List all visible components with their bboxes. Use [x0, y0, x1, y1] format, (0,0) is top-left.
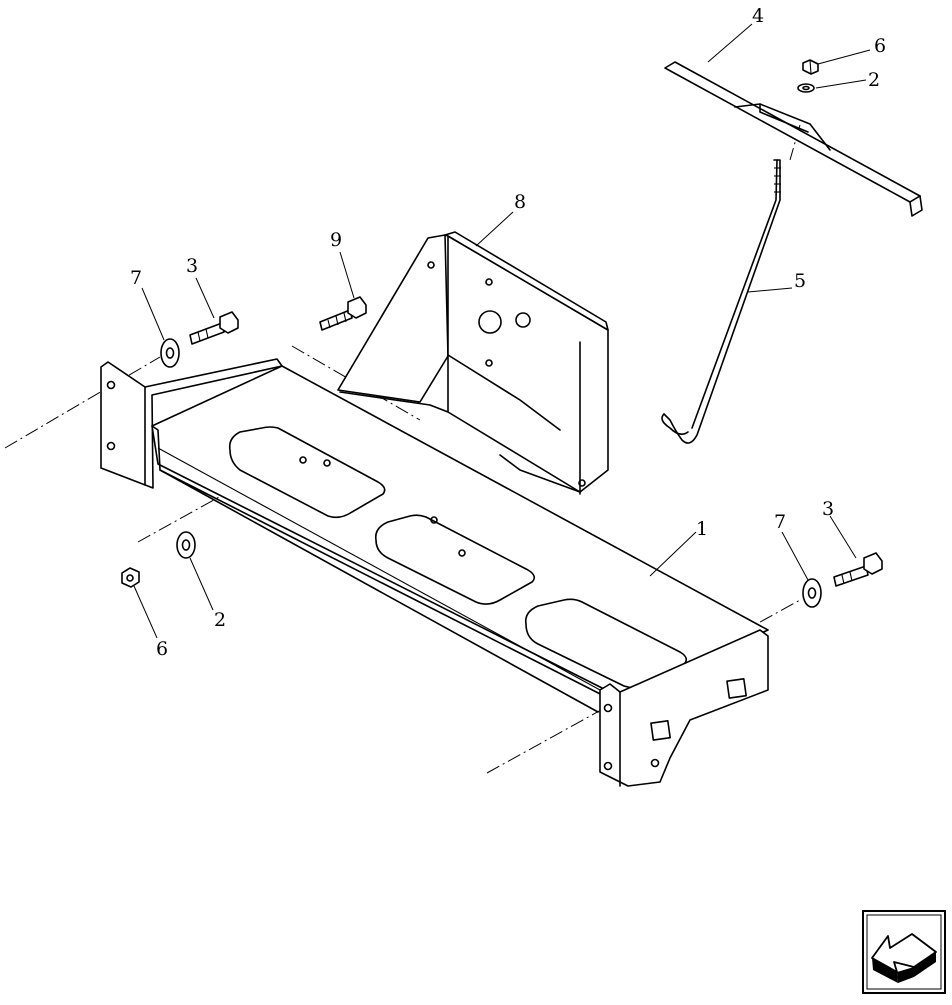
callout-1: 1	[696, 518, 708, 540]
callout-2-left: 2	[214, 609, 226, 631]
callout-7-right: 7	[774, 511, 786, 533]
flat-washer-right	[802, 578, 822, 608]
j-bolt	[661, 159, 781, 444]
battery-frame	[100, 358, 769, 787]
callout-2-top: 2	[868, 69, 880, 91]
callout-5: 5	[794, 270, 806, 292]
callout-7-left: 7	[130, 267, 142, 289]
clamp-bar	[664, 61, 923, 217]
callout-labels: 4 6 2 5 8 9 3 7 1 7 3 2 6	[130, 5, 886, 660]
bolt-right	[833, 552, 883, 587]
battery-box	[337, 231, 609, 495]
bolt-left	[189, 311, 239, 345]
washer-left	[176, 531, 196, 559]
callout-6-left: 6	[156, 638, 168, 660]
callout-3-right: 3	[822, 498, 834, 520]
nut-top	[802, 59, 819, 75]
callout-9: 9	[330, 229, 342, 251]
callout-3-left: 3	[186, 255, 198, 277]
flat-washer-left	[160, 338, 180, 368]
nut-left	[121, 567, 140, 588]
bolt-9	[319, 296, 367, 331]
washer-top	[797, 83, 815, 93]
leader-lines	[133, 23, 871, 639]
callout-8: 8	[514, 191, 526, 213]
callout-4: 4	[752, 5, 764, 27]
previous-arrow-icon[interactable]	[862, 910, 946, 994]
callout-6-top: 6	[874, 35, 886, 57]
